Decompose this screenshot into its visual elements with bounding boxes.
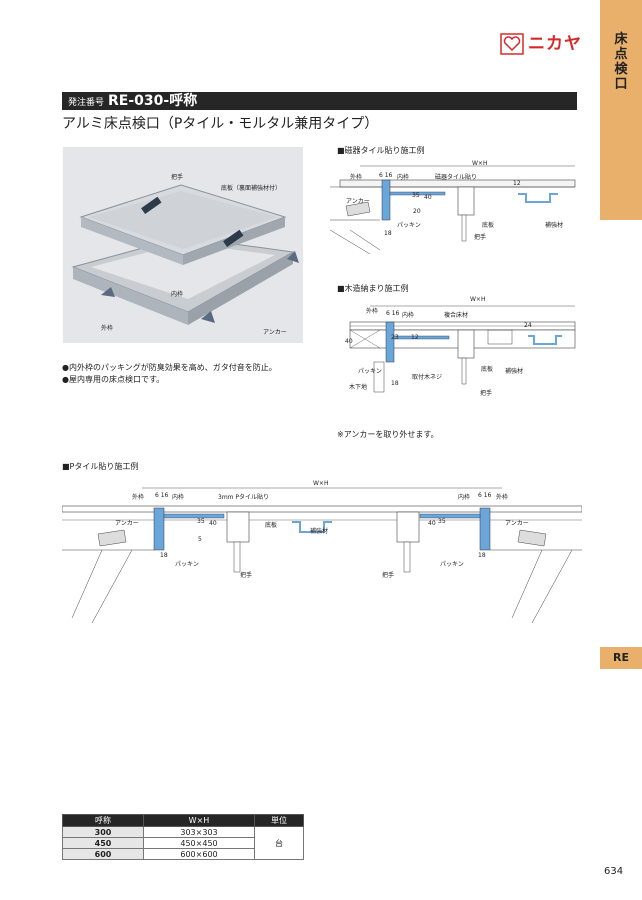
spec-size: 450×450 (143, 837, 255, 849)
spec-header-unit: 単位 (254, 814, 304, 827)
ptile-label-handle-left: 把手 (240, 572, 253, 579)
ptile-label-inner-right: 内枠 (458, 494, 471, 501)
wood-label-wh: W×H (470, 296, 486, 303)
tile-label-anchor: アンカー (346, 198, 370, 205)
photo-label-anchor: アンカー (263, 329, 287, 336)
product-illustration (71, 184, 299, 325)
order-label: 発注番号 (68, 98, 105, 108)
product-photo: 把手 底板（裏面補強材付） 内枠 外枠 アンカー (63, 147, 303, 343)
wood-label-outer: 外枠 (366, 308, 379, 315)
heart-logo-icon (500, 33, 524, 55)
tile-label-18: 18 (384, 230, 392, 237)
ptile-section-title: ■Pタイル貼り施工例 (62, 462, 139, 471)
tile-label-tile: 磁器タイル貼り (435, 174, 478, 181)
ptile-section-diagram (62, 487, 582, 624)
photo-label-bottom: 底板（裏面補強材付） (221, 185, 282, 192)
table-row: 600 600×600 (62, 848, 304, 860)
feature-item: ●内外枠のパッキングが防臭効果を高め、ガタ付音を防止。 (62, 363, 277, 372)
ptile-label-40-right: 40 (428, 520, 436, 527)
ptile-label-anchor-right: アンカー (505, 520, 529, 527)
ptile-label-35-left: 35 (197, 518, 205, 525)
photo-label-handle: 把手 (171, 174, 184, 181)
spec-header-row: 呼称 W×H 単位 (62, 814, 304, 827)
spec-code: 600 (62, 848, 144, 860)
ptile-label-616-left: 6 16 (155, 492, 169, 499)
tile-section-title: ■磁器タイル貼り施工例 (337, 146, 425, 155)
wood-label-handle: 把手 (480, 390, 493, 397)
ptile-label-handle-right: 把手 (382, 572, 395, 579)
wood-label-inner: 内枠 (402, 312, 415, 319)
ptile-label-35-right: 35 (438, 518, 446, 525)
spec-size: 303×303 (143, 826, 255, 838)
wood-label-24: 24 (524, 322, 532, 329)
ptile-label-18-left: 18 (160, 552, 168, 559)
wood-label-18: 18 (391, 380, 399, 387)
page-number: 634 (604, 866, 624, 877)
wood-label-12: 12 (411, 334, 419, 341)
photo-label-outer: 外枠 (101, 325, 114, 332)
tile-label-35: 35 (412, 192, 420, 199)
tile-label-handle: 把手 (474, 234, 487, 241)
wood-section-diagram (349, 305, 576, 393)
anchor-note: ※アンカーを取り外せます。 (337, 430, 439, 439)
wood-section-title: ■木造納まり施工例 (337, 284, 409, 293)
spec-header-size: W×H (143, 814, 255, 827)
tile-label-outer: 外枠 (350, 174, 363, 181)
table-row: 300 303×303 台 (62, 826, 304, 860)
spec-unit: 台 (254, 826, 304, 860)
ptile-label-5: 5 (198, 536, 202, 543)
ptile-label-wh: W×H (313, 480, 329, 487)
tile-label-616: 6 16 (379, 172, 393, 179)
ptile-label-reinforce: 補強材 (310, 528, 329, 535)
product-code: RE-030-呼称 (108, 93, 198, 109)
tile-label-inner: 内枠 (397, 174, 410, 181)
wood-label-bottom: 底板 (481, 366, 494, 373)
tile-section-diagram (330, 165, 576, 254)
ptile-label-ptile: 3mm Pタイル貼り (218, 494, 270, 501)
tile-label-12: 12 (513, 180, 521, 187)
ptile-label-40-left: 40 (209, 520, 217, 527)
tile-label-20: 20 (413, 208, 421, 215)
brand-name: ニカヤ (528, 34, 582, 54)
spec-size: 600×600 (143, 848, 255, 860)
tile-label-wh: W×H (472, 160, 488, 167)
tile-label-reinforce: 補強材 (545, 222, 564, 229)
feature-item: ●屋内専用の床点検口です。 (62, 375, 165, 384)
tile-label-bottom: 底板 (482, 222, 495, 229)
ptile-label-18-right: 18 (478, 552, 486, 559)
spec-code: 450 (62, 837, 144, 849)
product-subtitle: アルミ床点検口（Pタイル・モルタル兼用タイプ） (62, 116, 379, 132)
wood-label-subfloor: 木下地 (349, 384, 368, 391)
wood-label-616: 6 16 (386, 310, 400, 317)
wood-label-packing: パッキン (358, 368, 382, 375)
category-label: 床点検口 (614, 32, 628, 92)
spec-table: 呼称 W×H 単位 300 303×303 台 450 450×450 600 … (62, 814, 304, 860)
ptile-label-anchor-left: アンカー (115, 520, 139, 527)
ptile-label-inner-left: 内枠 (172, 494, 185, 501)
feature-list: ●内外枠のパッキングが防臭効果を高め、ガタ付音を防止。 ●屋内専用の床点検口です… (62, 362, 277, 386)
wood-label-23: 23 (391, 334, 399, 341)
spec-code: 300 (62, 826, 144, 838)
ptile-label-outer-right: 外枠 (496, 494, 509, 501)
wood-label-40: 40 (345, 338, 353, 345)
category-tab: 床点検口 (600, 0, 642, 220)
product-title-bar: 発注番号 RE-030-呼称 (62, 92, 577, 110)
tile-label-packing: パッキン (397, 222, 421, 229)
wood-label-reinforce: 補強材 (505, 368, 524, 375)
series-tab: RE (600, 647, 642, 669)
tile-label-40: 40 (424, 194, 432, 201)
ptile-label-packing-right: パッキン (440, 561, 464, 568)
ptile-label-bottom: 底板 (265, 522, 278, 529)
wood-label-screw: 取付木ネジ (412, 374, 443, 381)
ptile-label-616-right: 6 16 (478, 492, 492, 499)
photo-label-inner: 内枠 (171, 291, 184, 298)
brand-logo: ニカヤ (500, 33, 592, 55)
spec-header-code: 呼称 (62, 814, 144, 827)
wood-label-floor: 複合床材 (444, 312, 469, 319)
ptile-label-outer-left: 外枠 (132, 494, 145, 501)
ptile-label-packing-left: パッキン (175, 561, 199, 568)
